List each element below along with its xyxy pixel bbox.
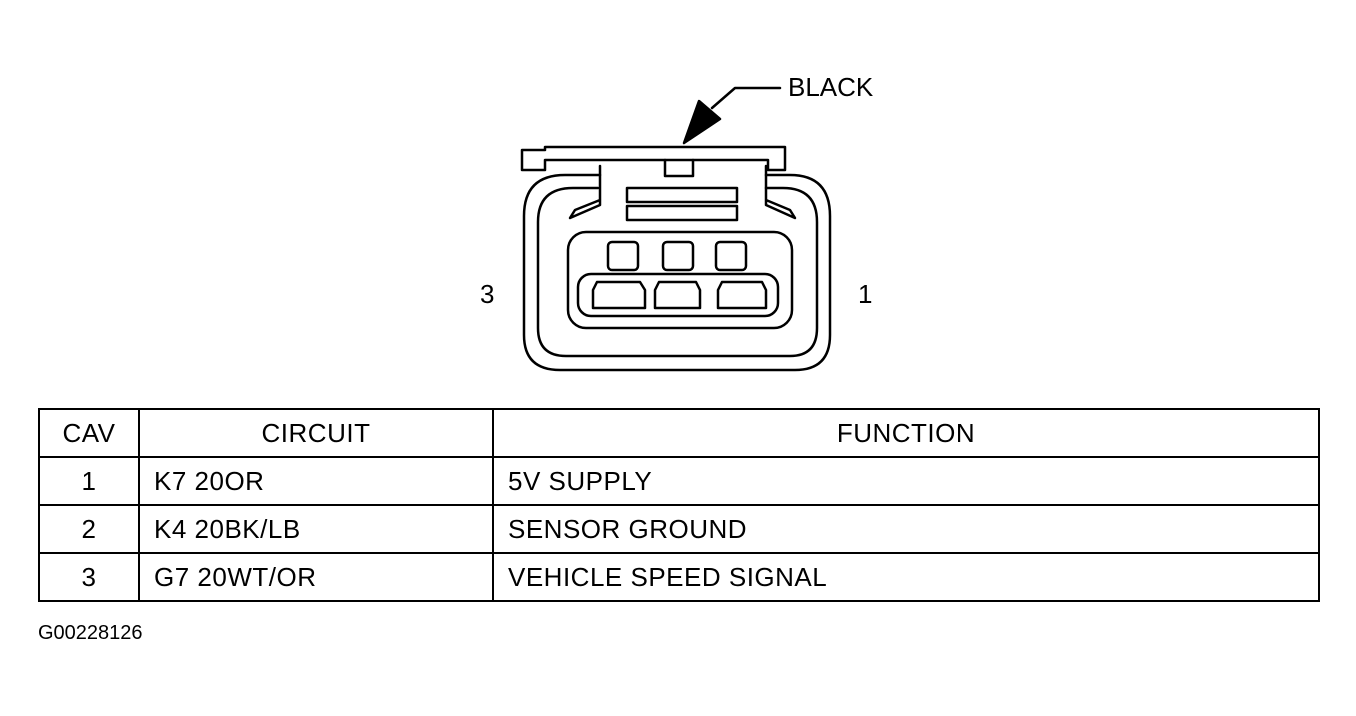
key-slot-upper [625,186,739,204]
header-cav: CAV [38,408,140,458]
latch-hook-left [568,173,602,220]
terminal-window-1 [714,240,748,272]
table-header-row: CAV CIRCUIT FUNCTION [38,408,1320,458]
terminal-block [566,230,794,330]
cell-circuit: K7 20OR [138,456,494,506]
latch-tab [663,158,695,178]
header-circuit: CIRCUIT [138,408,494,458]
terminal-cavity-2 [653,280,702,310]
cell-function: SENSOR GROUND [492,504,1320,554]
table-row: 2 K4 20BK/LB SENSOR GROUND [38,504,1320,554]
cell-circuit: G7 20WT/OR [138,552,494,602]
table-row: 3 G7 20WT/OR VEHICLE SPEED SIGNAL [38,552,1320,602]
leader-line [710,86,782,110]
cell-circuit: K4 20BK/LB [138,504,494,554]
terminal-window-3 [606,240,640,272]
table-row: 1 K7 20OR 5V SUPPLY [38,456,1320,506]
leader-arrow-head [682,99,722,145]
cell-cav: 1 [38,456,140,506]
pin-number-label-left: 3 [480,279,494,309]
cell-cav: 2 [38,504,140,554]
latch-hook-right [764,173,797,220]
cell-cav: 3 [38,552,140,602]
key-slot-lower [625,204,739,222]
figure-id: G00228126 [38,622,143,644]
cell-function: 5V SUPPLY [492,456,1320,506]
connector-diagram: BLACK 3 1 [480,72,874,372]
connector-housing-outer [522,164,832,372]
terminal-cavity-3 [591,280,647,310]
pin-number-label-right: 1 [858,279,872,309]
header-function: FUNCTION [492,408,1320,458]
cell-function: VEHICLE SPEED SIGNAL [492,552,1320,602]
connector-color-label: BLACK [788,72,874,102]
connector-pinout-table: CAV CIRCUIT FUNCTION 1 K7 20OR 5V SUPPLY… [38,408,1320,602]
terminal-cavity-1 [716,280,768,310]
connector-latch [520,145,787,172]
terminal-row-frame [576,272,780,318]
connector-housing-inner [536,186,819,358]
terminal-window-2 [661,240,695,272]
